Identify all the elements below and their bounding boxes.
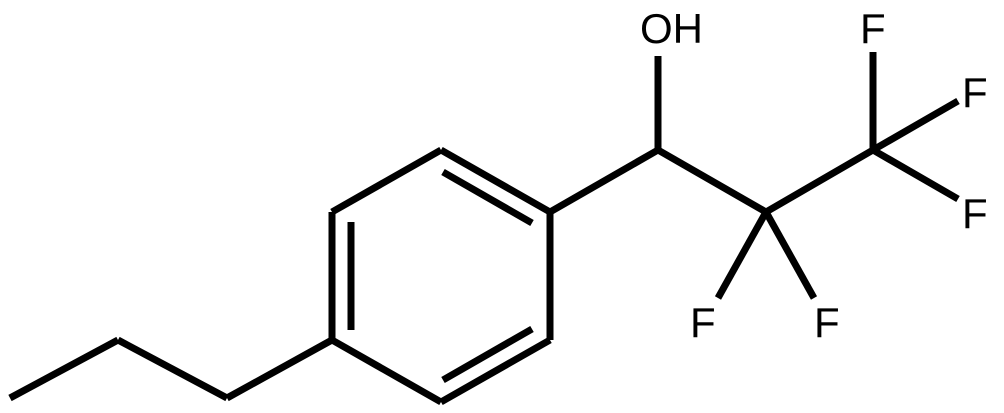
ring-bond-lower-left [330,336,443,406]
bond-propyl-ch3-ch2 [8,336,120,402]
ring-bond-upper-left [330,146,443,216]
fluorine-label-lower-right: F [962,190,988,237]
bond-cf3-f-lower-right [871,146,960,203]
fluorine-label-upper-right: F [962,69,988,116]
ring-bond-upper-right-inner [441,168,534,227]
ring-bond-upper-right [439,146,552,216]
fluorine-label-bottom-left: F [690,299,716,346]
bond-ring-carbinol [548,146,660,216]
hydroxyl-label: OH [640,5,703,52]
bond-propyl-ch2-ch2 [116,336,229,402]
bond-cf2-f-left [714,210,770,300]
fluorine-label-bottom-right: F [814,299,840,346]
ring-bond-lower-right-inner [441,325,534,384]
bond-cf3-f-upper-right [871,97,960,154]
bond-carbinol-cf2 [656,146,768,216]
fluorine-label-top: F [860,5,886,52]
bond-propyl-ring [225,336,334,402]
bond-cf2-f-right [762,210,818,300]
ring-bond-lower-right [439,336,552,406]
bond-cf2-cf3 [764,146,875,216]
